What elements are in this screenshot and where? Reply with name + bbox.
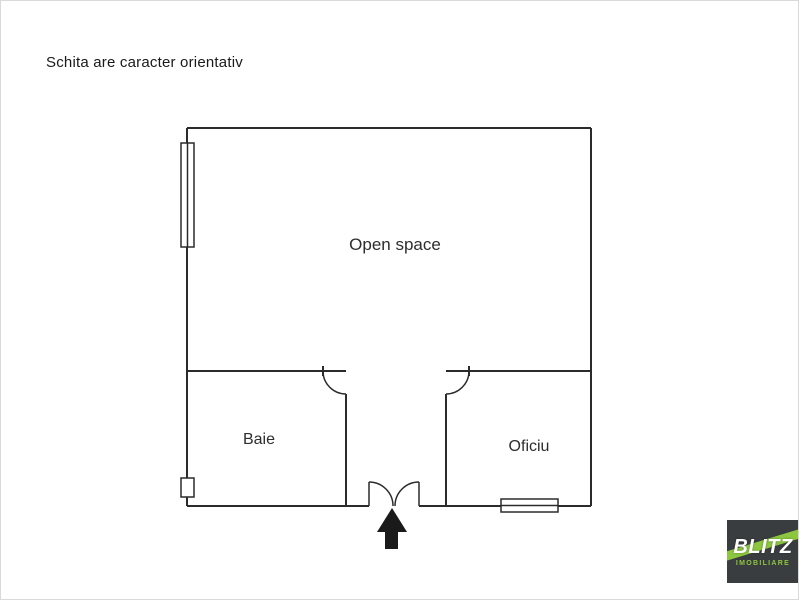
agency-logo: BLITZ IMOBILIARE (727, 520, 798, 583)
window-left-small (180, 477, 195, 498)
logo-brand-text: BLITZ (733, 535, 793, 558)
room-label-open-space: Open space (349, 235, 441, 254)
room-label-oficiu: Oficiu (508, 438, 550, 455)
entrance-door-arc-left (368, 481, 394, 507)
windows (180, 142, 559, 513)
logo-subtitle-text: IMOBILIARE (735, 559, 791, 567)
room-label-baie: Baie (242, 431, 276, 448)
door-swings (322, 370, 470, 395)
entrance-door-arc-right (394, 481, 420, 507)
oficiu-door-swing-arc (445, 370, 470, 395)
baie-door-swing-arc (322, 370, 347, 395)
entrance-arrow-icon (377, 508, 407, 549)
entrance-double-door (368, 481, 420, 507)
disclaimer-text: Schita are caracter orientativ (46, 54, 243, 71)
